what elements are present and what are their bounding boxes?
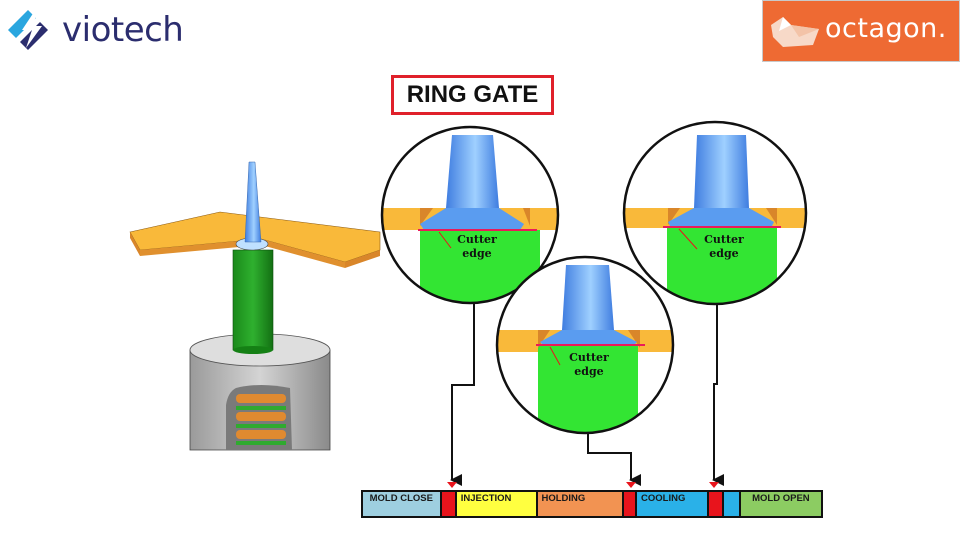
timeline-segment-spacer	[723, 492, 741, 516]
red-marker-1	[447, 482, 457, 488]
polygon-bowl-icon	[771, 17, 819, 47]
callout-1-label-line1: Cutter	[457, 233, 497, 246]
mold-3d-model	[129, 161, 381, 451]
timeline-segment-mold-open: MOLD OPEN	[740, 492, 822, 516]
callout-circle-3: Cutter edge	[622, 120, 808, 306]
timeline-segment-cooling: COOLING	[637, 492, 709, 516]
red-marker-3	[709, 482, 719, 488]
connector-line-2	[587, 433, 641, 486]
timeline-segment-injection: INJECTION	[456, 492, 538, 516]
timeline-gate-cut-marker	[623, 492, 638, 516]
callout-2-label-line1: Cutter	[569, 351, 609, 364]
viotech-logo: viotech	[4, 6, 184, 52]
callout-3-label-line1: Cutter	[704, 233, 744, 246]
callout-1-label-line2: edge	[462, 247, 491, 260]
red-marker-2	[626, 482, 636, 488]
viotech-wordmark: viotech	[62, 10, 184, 50]
octagon-logo: octagon.	[762, 0, 960, 62]
connector-line-1	[450, 303, 475, 486]
timeline-gate-cut-marker	[708, 492, 724, 516]
page-title: RING GATE	[406, 81, 539, 108]
timeline-segment-holding: HOLDING	[537, 492, 624, 516]
title-box: RING GATE	[391, 75, 554, 115]
spring-coils-icon	[236, 394, 286, 445]
lightning-bolt-diamond-icon	[8, 10, 48, 50]
callout-2-label-line2: edge	[574, 365, 603, 378]
connector-line-3	[712, 304, 724, 486]
timeline-segment-mold-close: MOLD CLOSE	[363, 492, 442, 516]
callout-3-label-line2: edge	[709, 247, 738, 260]
callout-circle-1: Cutter edge	[380, 125, 560, 305]
octagon-wordmark: octagon.	[825, 13, 947, 44]
timeline-gate-cut-marker	[441, 492, 457, 516]
callout-circle-2: Cutter edge	[495, 255, 675, 435]
